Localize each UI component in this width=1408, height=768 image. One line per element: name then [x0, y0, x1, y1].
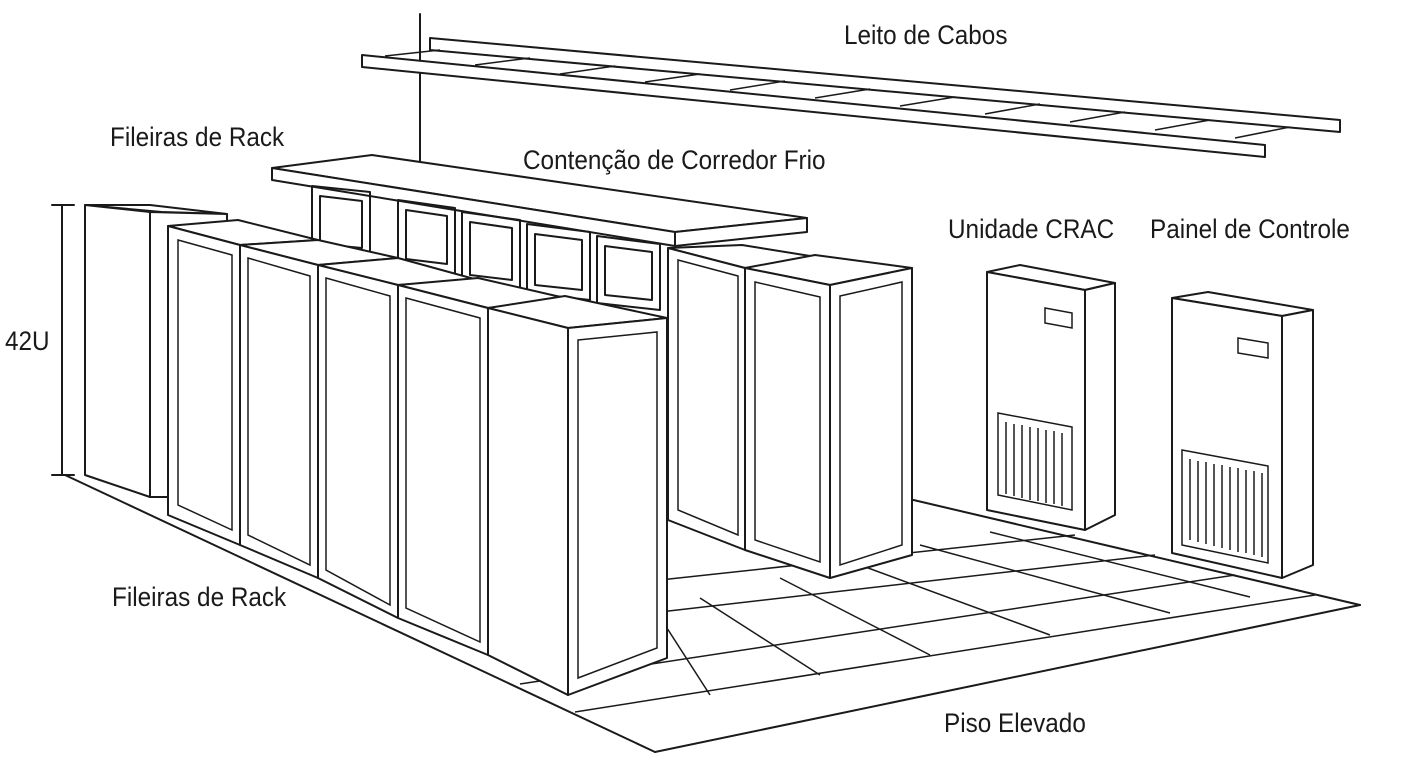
label-rack-rows-top: Fileiras de Rack	[110, 122, 285, 152]
label-cold-aisle: Contenção de Corredor Frio	[523, 145, 826, 175]
rack-front-row	[167, 219, 668, 696]
rack-rear-right	[667, 244, 913, 579]
label-rack-rows-bottom: Fileiras de Rack	[112, 582, 287, 612]
cable-tray-rungs	[384, 49, 1291, 139]
label-control-panel: Painel de Controle	[1150, 214, 1350, 244]
raised-floor	[64, 474, 1361, 753]
label-rack-height: 42U	[5, 326, 50, 356]
control-panel	[1171, 291, 1314, 579]
crac-vent-slats	[1005, 422, 1063, 506]
control-panel-vent-slats	[1189, 459, 1263, 557]
label-cable-tray: Leito de Cabos	[844, 20, 1008, 50]
label-crac-unit: Unidade CRAC	[948, 214, 1115, 244]
height-dimension	[51, 204, 75, 476]
crac-unit	[986, 264, 1116, 531]
label-raised-floor: Piso Elevado	[944, 708, 1086, 738]
cable-tray	[361, 37, 1341, 158]
